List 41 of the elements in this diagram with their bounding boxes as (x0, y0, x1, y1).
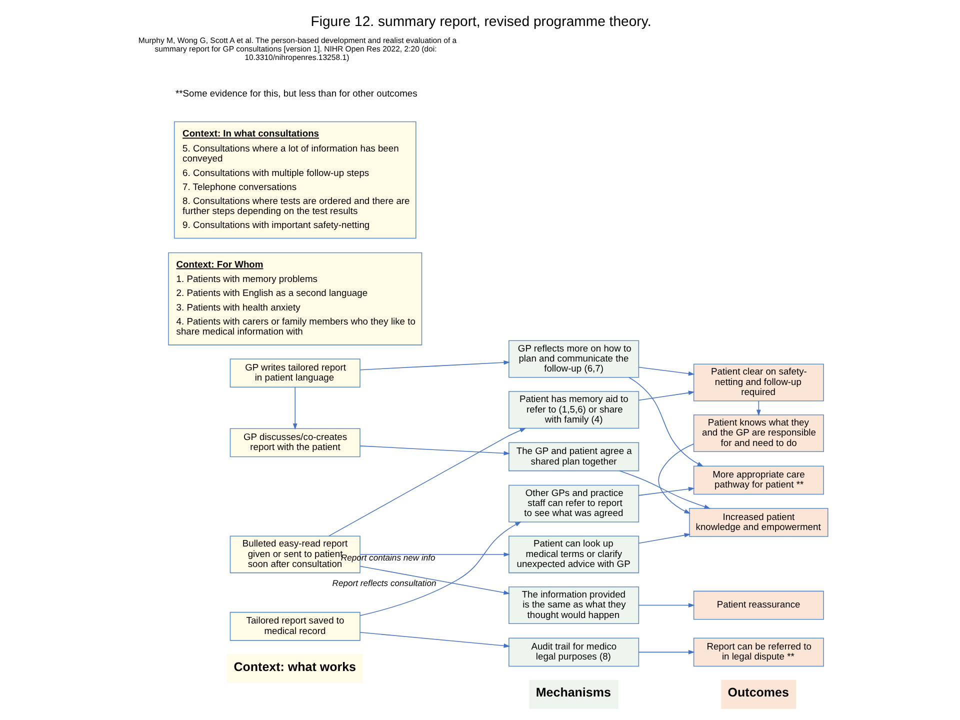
node-box: Patient can look up medical terms or clarify unexpected advice with GP (508, 536, 640, 574)
node-box: Tailored report saved to medical record (230, 612, 360, 641)
arrow (328, 428, 526, 536)
arrow (638, 533, 691, 544)
node-box: Context: For Whom 1. Patients with memory problems 2. Patients with English as a second language 3. Patients with health anxiety 4. Patients with carers or family members who they like to share medical information with (168, 252, 422, 346)
node-box: Other GPs and practice staff can refer to report to see what was agreed (508, 484, 640, 522)
arrow (628, 377, 704, 467)
label: **Some evidence for this, but less than for other outcomes (176, 88, 418, 98)
node-box: Report can be referred to in legal dispute ** (693, 638, 824, 667)
arrow (360, 632, 510, 648)
node-box: Audit trail for medico legal purposes (8) (508, 638, 640, 667)
node-box: Context: In what consultations 5. Consultations where a lot of information has been conveyed 6. Consultations with multiple follow-up steps 7. Telephone conversations 8. Consultations where tests are ordered and there are further steps depending on the test results 9. Consultations with important safety-netting (174, 121, 416, 239)
node-box: GP discusses/co-creates report with the patient (230, 428, 360, 458)
arrow (638, 603, 695, 608)
arrow (360, 522, 522, 616)
arrow (756, 400, 761, 416)
node-box: Increased patient knowledge and empowerment (689, 508, 828, 537)
arrow (638, 366, 695, 376)
node-box: The GP and patient agree a shared plan together (508, 442, 640, 472)
arrow (360, 566, 510, 595)
node-box: Outcomes (721, 680, 796, 709)
node-box: Context: what works (227, 654, 364, 684)
diagram-title: Figure 12. summary report, revised programme theory. (310, 12, 652, 29)
node-box: GP reflects more on how to plan and communicate the follow-up (6,7) (508, 340, 640, 378)
arrow (360, 360, 510, 370)
arrow (360, 552, 510, 557)
arrow (638, 486, 695, 496)
node-box: GP writes tailored report in patient language (230, 358, 360, 388)
arrow (658, 444, 694, 514)
arrow (638, 650, 695, 654)
node-box: More appropriate care pathway for patient ** (693, 466, 824, 495)
arrow (638, 390, 695, 401)
arrow (292, 386, 298, 430)
node-box: Patient has memory aid to refer to (1,5,6) or share with family (4) (508, 391, 640, 429)
node-box: Patient knows what they and the GP are responsible for and need to do (693, 414, 824, 452)
node-box: Patient reassurance (693, 590, 824, 620)
node-box: Patient clear on safety-netting and follow-up required (693, 364, 824, 402)
edge-label: Report reflects consultation (332, 578, 436, 588)
label: Murphy M, Wong G, Scott A et al. The person-based development and realist evaluation of a summary report for GP consultations [version 1]. NIHR Open Res 2022, 2:20 (doi: 10.3310/nihropenres.13258.1) (138, 36, 457, 62)
node-box: The information provided is the same as what they thought would happen (508, 586, 640, 624)
arrow (360, 446, 510, 456)
